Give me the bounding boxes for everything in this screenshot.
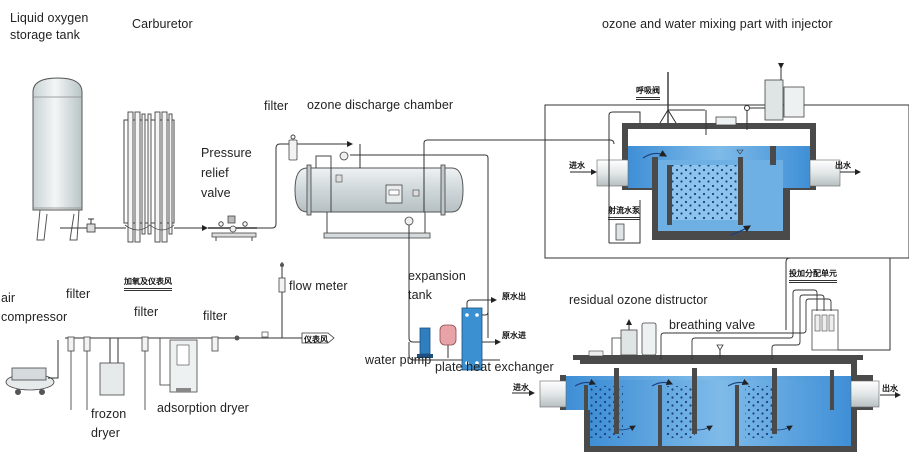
pipe	[545, 139, 615, 145]
adsorption-dryer	[159, 338, 198, 393]
jet-pump-loop	[608, 111, 641, 243]
cooling-pipe	[350, 154, 489, 338]
air-compressor	[5, 367, 55, 395]
label-mixing-part: ozone and water mixing part with injecto…	[602, 17, 833, 31]
outlet-pipe-top	[809, 159, 861, 187]
label-cooling-water-in: 原水进	[502, 331, 526, 340]
label-water-pump: water pump	[365, 353, 432, 367]
frozon-dryer	[99, 338, 125, 396]
filter-1	[67, 336, 91, 410]
label-expansion-tank: expansion tank	[408, 269, 466, 302]
label-water-out-top: 出水	[835, 161, 851, 170]
label-air-compressor: air compressor	[1, 291, 68, 324]
label-water-in-top: 进水	[569, 161, 585, 170]
label-frozon-dryer: frozon dryer	[91, 407, 127, 440]
label-pressure-relief-valve: Pressure relief valve	[201, 146, 252, 200]
label-cooling-water-out: 原水出	[502, 292, 526, 301]
outlet-pipe-bottom	[850, 380, 901, 408]
label-filter-1: filter	[66, 287, 91, 301]
mixing-part-frame	[544, 104, 909, 259]
carburetor	[123, 111, 175, 243]
expansion-tank	[439, 324, 457, 358]
label-filter-3: filter	[203, 309, 228, 323]
ozone-outlet-pipe	[423, 139, 545, 212]
label-oxygen-and-instrument-air: 加氧及仪表风	[124, 276, 172, 291]
jet-pump-loop-return	[609, 200, 641, 244]
cooling-return-pipe	[408, 225, 424, 343]
filter-top	[288, 134, 298, 161]
filter-3	[211, 336, 219, 352]
label-instrument-air: 仪表风	[304, 335, 328, 344]
raw-water-out-pipe	[466, 297, 497, 308]
liquid-oxygen-tank	[32, 77, 83, 241]
label-dosing-distribution-unit: 投加分配单元	[789, 268, 837, 283]
label-residual-ozone-distructor: residual ozone distructor	[569, 293, 708, 307]
label-carburetor: Carburetor	[132, 17, 193, 31]
label-flow-meter: flow meter	[289, 279, 348, 293]
gauge-icon	[234, 335, 240, 341]
label-breathing-valve: breathing valve	[669, 318, 756, 332]
bottom-contact-tank	[560, 355, 873, 452]
breathing-valve-bottom	[716, 344, 724, 358]
label-adsorption-dryer: adsorption dryer	[157, 401, 249, 415]
label-jet-pump: 射流水泵	[608, 205, 640, 220]
label-filter-top: filter	[264, 99, 289, 113]
dosing-return-pipe	[838, 258, 891, 351]
cooling-pipe-lower	[408, 342, 500, 361]
oxygen-pipe	[257, 141, 353, 229]
label-liquid-oxygen-tank: Liquid oxygen storage tank	[10, 11, 89, 42]
residual-ozone-destructor	[588, 319, 657, 357]
jet-pump	[615, 223, 625, 241]
pipe	[48, 340, 59, 379]
inlet-pipe-bottom	[512, 380, 567, 408]
pressure-relief-valve	[208, 215, 257, 241]
label-filter-2: filter	[134, 305, 159, 319]
mixing-tank	[622, 123, 816, 240]
instrument-air-tag	[301, 332, 335, 344]
ozone-discharge-chamber	[294, 151, 464, 239]
water-pump	[417, 327, 433, 358]
label-plate-heat-exchanger: plate heat exchanger	[435, 360, 554, 374]
flow-meter	[278, 263, 286, 293]
injector-equipment	[659, 63, 805, 135]
pipe	[785, 257, 810, 330]
label-ozone-discharge-chamber: ozone discharge chamber	[307, 98, 454, 112]
label-breathing-valve-cn: 呼吸阀	[636, 85, 660, 100]
regulator-icon	[261, 331, 269, 338]
label-water-out-bottom: 出水	[882, 384, 898, 393]
filter-2	[141, 336, 149, 410]
label-water-in-bottom: 进水	[513, 383, 529, 392]
plate-heat-exchanger	[461, 307, 483, 371]
inlet-pipe-top	[570, 159, 629, 187]
dosing-distribution-unit	[660, 289, 839, 360]
valve-icon	[86, 218, 96, 233]
